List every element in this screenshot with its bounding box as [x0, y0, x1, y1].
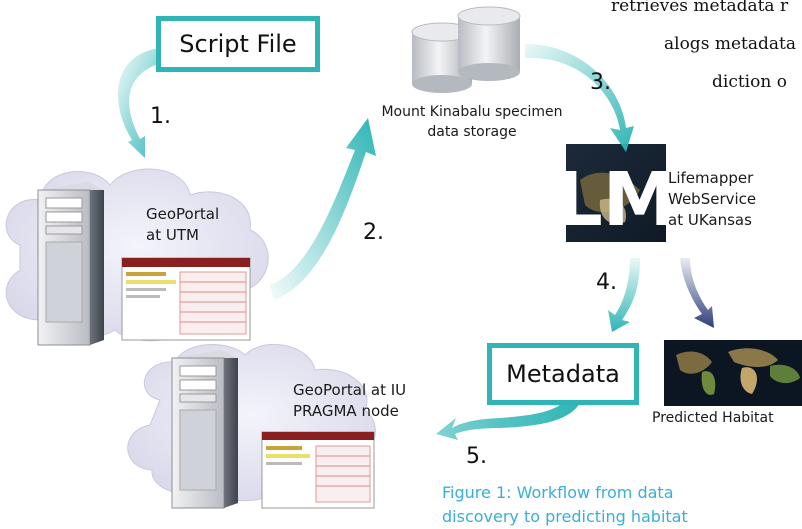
server-iu-icon: [171, 350, 238, 509]
script-file-box: Script File: [156, 16, 320, 72]
script-file-label: Script File: [179, 30, 297, 58]
step-5: 5.: [466, 444, 487, 469]
step-2: 2.: [363, 220, 384, 245]
predicted-habitat-label: Predicted Habitat: [652, 410, 774, 426]
database-icon: [411, 6, 521, 93]
side-text-line-3: diction o: [712, 72, 787, 92]
step-4: 4.: [596, 270, 617, 295]
webpage-thumbnail-icon: [121, 257, 251, 341]
lifemapper-logo-text: LM: [556, 157, 677, 243]
arrow-2: [270, 118, 376, 300]
lifemapper-label: Lifemapper WebService at UKansas: [668, 169, 757, 229]
step-3: 3.: [590, 70, 611, 95]
server-utm-icon: [37, 182, 104, 346]
webpage-thumbnail-iu-icon: [261, 431, 375, 509]
arrow-5: [436, 384, 585, 440]
geoportal-utm-label: GeoPortal at UTM: [146, 205, 220, 244]
arrow-4: [608, 258, 640, 332]
arrow-3: [525, 44, 634, 152]
geoportal-iu-label: GeoPortal at IU PRAGMA node: [293, 381, 407, 420]
metadata-label: Metadata: [506, 360, 620, 388]
figure-caption: Figure 1: Workflow from data discovery t…: [442, 483, 688, 526]
step-1: 1.: [150, 104, 171, 129]
arrow-1: [117, 48, 165, 158]
side-text-line-2: alogs metadata: [664, 34, 796, 54]
arrow-4b: [680, 258, 714, 328]
metadata-box: Metadata: [487, 343, 639, 405]
lifemapper-logo: LM: [556, 144, 677, 243]
side-text-line-1: retrieves metadata r: [611, 0, 789, 16]
predicted-habitat-map: [664, 340, 802, 406]
specimen-storage-label: Mount Kinabalu specimen data storage: [381, 104, 563, 140]
